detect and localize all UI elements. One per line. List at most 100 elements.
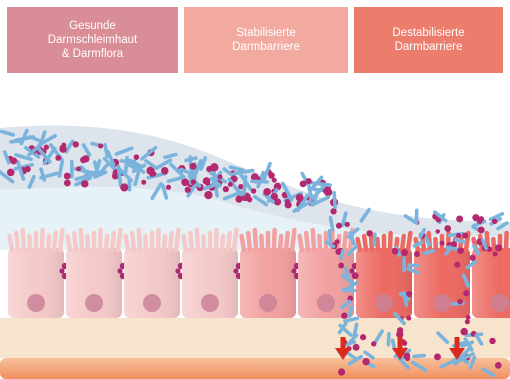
bacterium-cocci — [466, 315, 471, 320]
microvillus — [118, 230, 120, 250]
bacterium-cocci — [59, 145, 65, 151]
microvillus — [126, 236, 128, 250]
epithelial-cell — [8, 230, 68, 318]
bacterium-cocci — [7, 169, 15, 177]
bacterium-rod — [121, 161, 135, 162]
microvillus — [132, 233, 134, 250]
bacterium-cocci — [489, 338, 495, 344]
epithelial-cell — [182, 230, 242, 318]
bacterium-cocci — [353, 344, 360, 351]
bacterium-cocci — [185, 187, 191, 193]
bacterium-cocci — [141, 180, 146, 185]
bacterium-cocci — [406, 316, 411, 321]
bacterium-cocci — [362, 358, 369, 365]
cell-nucleus — [433, 294, 451, 312]
bacterium-cocci — [460, 328, 467, 335]
microvillus — [344, 233, 346, 250]
bacterium-cocci — [300, 180, 307, 187]
microvillus — [313, 230, 314, 250]
bacterium-cocci — [204, 191, 212, 199]
bacterium-cocci — [55, 155, 61, 161]
bacterium-cocci — [191, 179, 196, 184]
microvillus — [170, 233, 172, 250]
microvillus — [390, 233, 391, 250]
bacterium-rod — [331, 218, 333, 230]
bacterium-rod — [424, 251, 433, 254]
microvillus — [87, 236, 88, 250]
lamina-propria — [0, 318, 510, 358]
bacterium-cocci — [366, 230, 372, 236]
microvillus — [255, 230, 256, 250]
bacterium-rod — [341, 251, 343, 259]
bacterium-cocci — [454, 262, 460, 268]
bacterium-cocci — [341, 312, 347, 318]
microvillus — [23, 230, 24, 250]
bacterium-cocci — [405, 356, 410, 361]
bacterium-cocci — [306, 178, 312, 184]
microvillus — [176, 230, 178, 250]
microvillus — [106, 236, 107, 250]
microvillus — [300, 236, 302, 250]
bacterium-cocci — [493, 252, 498, 257]
microvillus — [74, 233, 76, 250]
bacterium-cocci — [223, 186, 229, 192]
tight-junction — [117, 268, 122, 273]
microvillus — [68, 236, 70, 250]
bacterium-cocci — [463, 290, 469, 296]
bacterium-cocci — [396, 331, 403, 338]
bacterium-cocci — [81, 180, 88, 187]
bacterium-rod — [388, 334, 389, 345]
microvillus — [506, 233, 507, 250]
microvillus — [261, 236, 262, 250]
microvillus — [286, 233, 288, 250]
microvillus — [358, 239, 360, 250]
bacterium-cocci — [64, 173, 71, 180]
bacterium-cocci — [24, 166, 30, 172]
microvillus — [48, 236, 49, 250]
microvillus — [29, 236, 30, 250]
bacterium-cocci — [161, 167, 168, 174]
microvillus — [402, 236, 404, 250]
bacterium-cocci — [338, 263, 344, 269]
cell-nucleus — [317, 294, 335, 312]
bacterium-cocci — [371, 341, 376, 346]
bacterium-cocci — [166, 185, 171, 190]
bacterium-cocci — [338, 368, 345, 375]
epithelial-cell — [414, 233, 470, 318]
tight-junction — [59, 268, 64, 273]
tight-junction — [233, 268, 238, 273]
bacterium-cocci — [392, 248, 399, 255]
microvillus — [408, 233, 410, 250]
microvillus — [10, 236, 12, 250]
cell-nucleus — [375, 294, 393, 312]
microvillus — [242, 236, 244, 250]
bacterium-cocci — [401, 249, 408, 256]
microvillus — [139, 230, 140, 250]
microvillus — [493, 239, 494, 250]
cell-nucleus — [201, 294, 219, 312]
bacterium-rod — [447, 247, 457, 249]
leak-arrow-shaft — [455, 337, 460, 349]
bacterium-cocci — [487, 246, 492, 251]
microvillus — [306, 233, 308, 250]
bacterium-cocci — [352, 272, 359, 279]
bacterium-cocci — [64, 180, 71, 187]
microvillus — [292, 230, 294, 250]
microvillus — [60, 230, 62, 250]
microvillus — [248, 233, 250, 250]
bacterium-cocci — [457, 247, 464, 254]
bacterium-rod — [11, 141, 22, 142]
cell-nucleus — [259, 294, 277, 312]
epithelial-cell — [66, 230, 126, 318]
bacterium-rod — [414, 356, 424, 357]
microvillus — [364, 236, 366, 250]
microvillus — [234, 230, 236, 250]
bacterium-rod — [409, 265, 418, 266]
bacterium-cocci — [263, 188, 271, 196]
epithelial-cell — [124, 230, 184, 318]
microvillus — [319, 236, 320, 250]
bacterium-cocci — [324, 188, 332, 196]
microvillus — [81, 230, 82, 250]
bacterium-rod — [186, 158, 196, 160]
bacterium-cocci — [440, 241, 445, 246]
